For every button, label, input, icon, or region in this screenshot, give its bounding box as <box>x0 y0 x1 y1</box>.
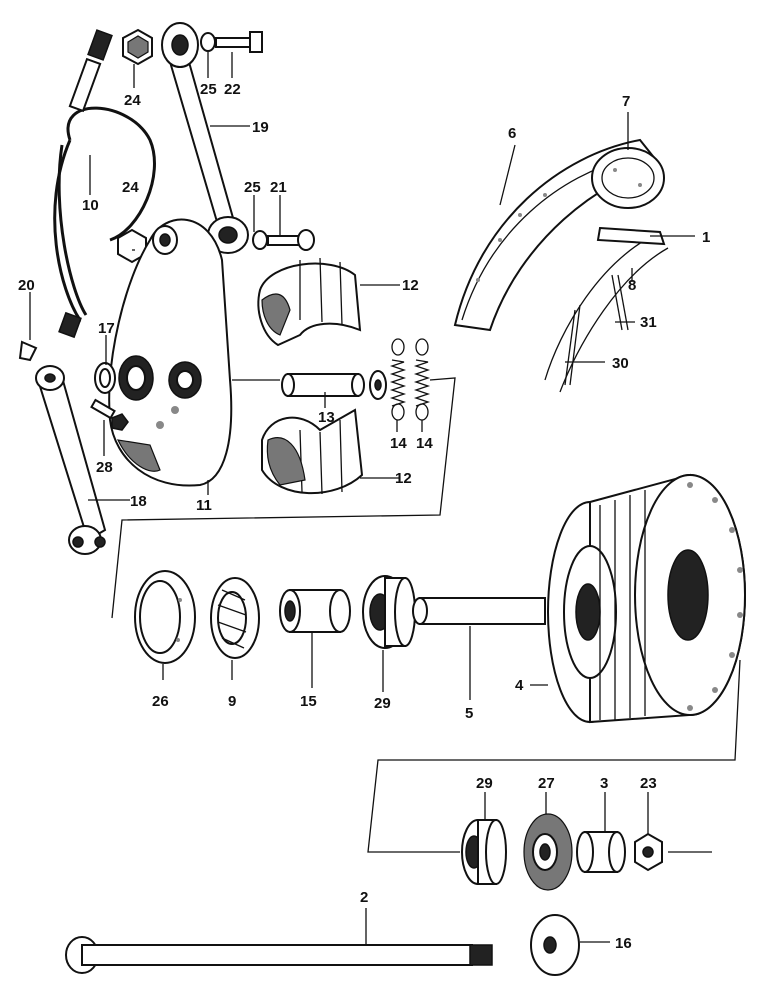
callout-23: 23 <box>640 775 657 792</box>
brake-panel-11 <box>108 218 233 487</box>
callout-15: 15 <box>300 693 317 710</box>
callout-12-lower: 12 <box>395 470 412 487</box>
inner-tube-7 <box>591 147 665 209</box>
hub-4 <box>547 473 746 724</box>
torque-arm-19 <box>161 22 249 254</box>
axle-nut-23 <box>634 832 663 872</box>
collar-3 <box>576 831 626 873</box>
axle-sleeve-5 <box>412 597 546 625</box>
bolt-21 <box>252 229 315 251</box>
callout-19: 19 <box>252 119 269 136</box>
bolt-28 <box>90 398 129 431</box>
callout-31: 31 <box>640 314 657 331</box>
seal-17 <box>94 362 116 394</box>
bearing-29-lower <box>461 819 507 885</box>
callout-13: 13 <box>318 409 335 426</box>
callout-21: 21 <box>270 179 287 196</box>
callout-28: 28 <box>96 459 113 476</box>
callout-16: 16 <box>615 935 632 952</box>
callout-24-upper: 24 <box>124 92 141 109</box>
spokes-30-31 <box>564 274 629 386</box>
axle-2 <box>65 936 493 974</box>
callout-30: 30 <box>612 355 629 372</box>
spring-14-left <box>389 338 407 421</box>
callout-2: 2 <box>360 889 368 906</box>
callout-29-lower: 29 <box>476 775 493 792</box>
rim-band <box>544 226 669 393</box>
assembly-guide-lines <box>111 377 741 853</box>
callout-12-upper: 12 <box>402 277 419 294</box>
callout-9: 9 <box>228 693 236 710</box>
callout-labels: 1 2 3 4 5 6 7 8 9 10 11 12 12 13 14 14 1… <box>18 81 710 952</box>
callout-7: 7 <box>622 93 630 110</box>
callout-17: 17 <box>98 320 115 337</box>
callout-18: 18 <box>130 493 147 510</box>
callout-24-lower: 24 <box>122 179 139 196</box>
callout-11: 11 <box>196 497 212 514</box>
callout-22: 22 <box>224 81 241 98</box>
callout-20: 20 <box>18 277 35 294</box>
leader-lines <box>29 52 695 945</box>
speedometer-cable <box>53 106 156 339</box>
brake-shoe-12-upper <box>257 257 362 347</box>
spring-14-right <box>413 338 431 421</box>
callout-1: 1 <box>702 229 710 246</box>
clip-20 <box>18 340 38 362</box>
callout-4: 4 <box>515 677 524 694</box>
brake-cam-13 <box>281 370 387 400</box>
callout-25-upper: 25 <box>200 81 217 98</box>
callout-27: 27 <box>538 775 555 792</box>
callout-14-left: 14 <box>390 435 407 452</box>
callout-26: 26 <box>152 693 169 710</box>
callout-6: 6 <box>508 125 516 142</box>
callout-25-lower: 25 <box>244 179 261 196</box>
hub-nut-27 <box>523 813 573 891</box>
dust-seal-26 <box>134 570 196 664</box>
nut-24-upper <box>122 28 153 66</box>
bolt-22 <box>200 31 263 53</box>
bearing-29-upper <box>362 575 416 649</box>
callout-5: 5 <box>465 705 473 722</box>
speedometer-drive-gear <box>68 29 113 113</box>
callout-10: 10 <box>82 197 99 214</box>
callout-8: 8 <box>628 277 636 294</box>
brake-shoe-12-lower <box>261 408 364 495</box>
hub-flange-holes <box>687 482 743 711</box>
distance-collar-15 <box>279 589 351 633</box>
gear-9 <box>210 577 260 659</box>
brake-lever-18 <box>35 365 107 555</box>
callout-14-right: 14 <box>416 435 433 452</box>
callout-29-upper: 29 <box>374 695 391 712</box>
callout-3: 3 <box>600 775 608 792</box>
washer-16 <box>530 914 580 976</box>
